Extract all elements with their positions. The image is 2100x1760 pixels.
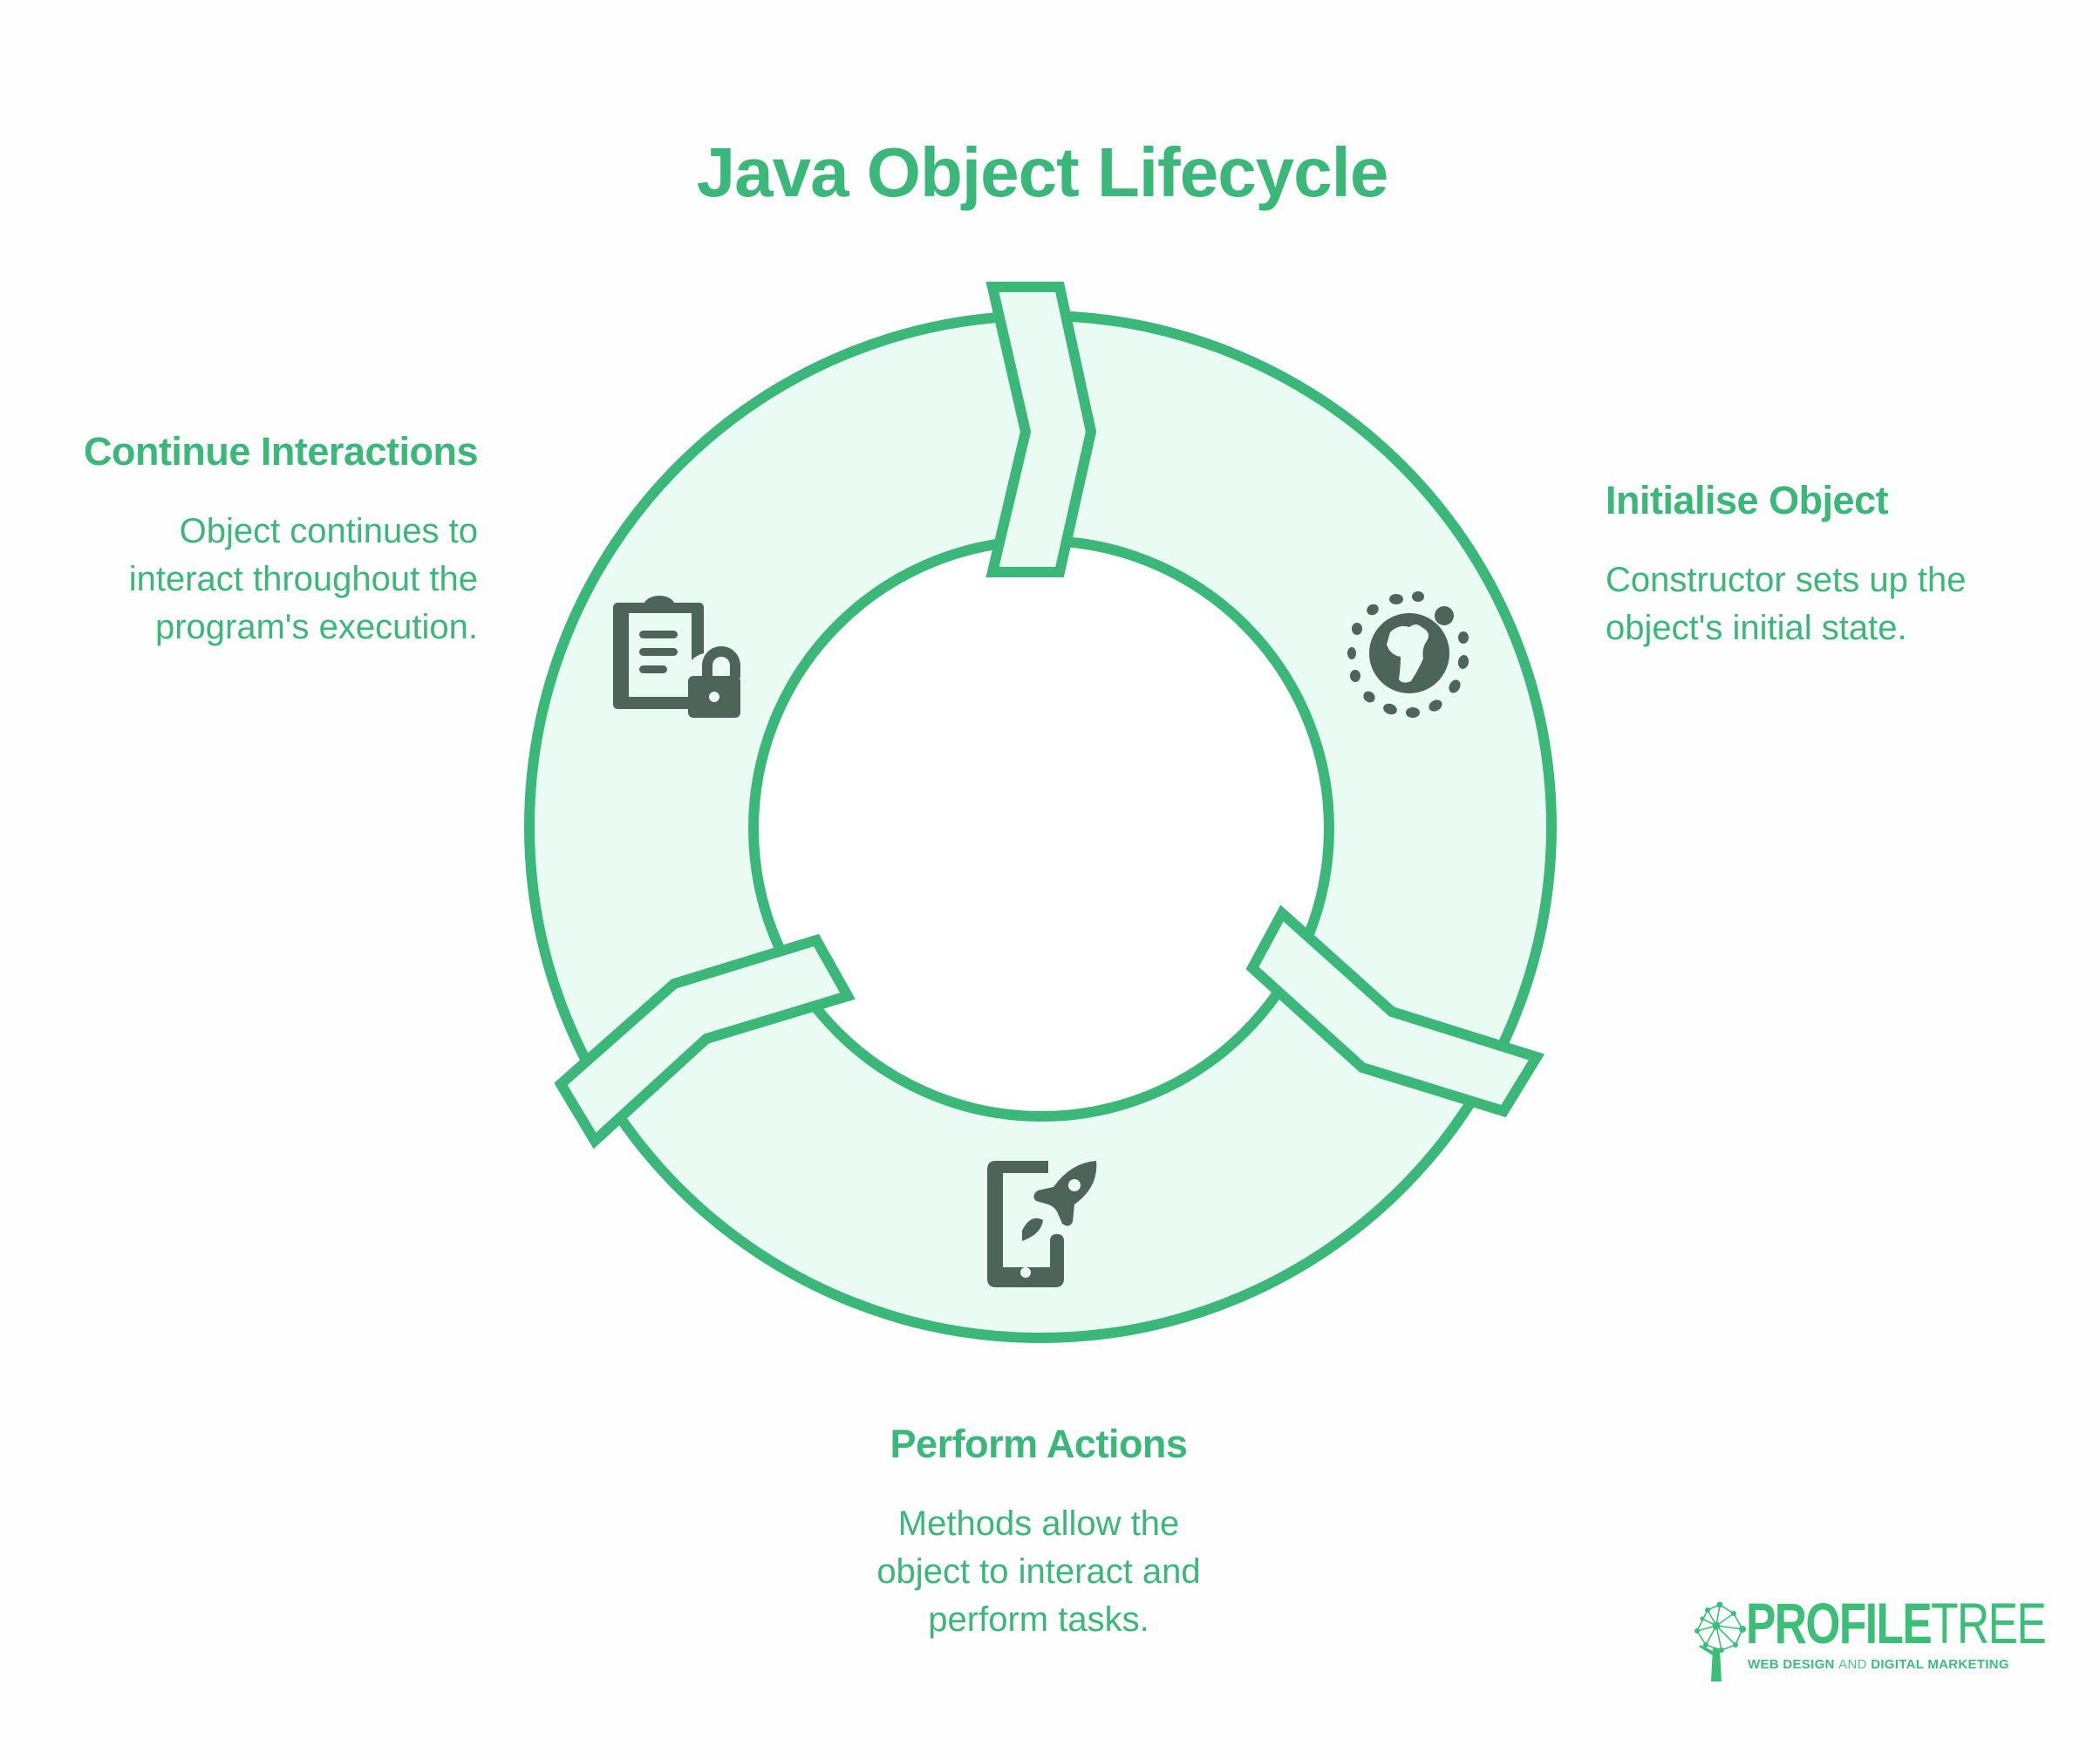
- clipboard-lock-icon: [613, 595, 740, 718]
- stage-heading: Perform Actions: [890, 1422, 1188, 1466]
- stage-description: Constructor sets up the object's initial…: [1606, 556, 2059, 652]
- tree-network-icon: [1694, 1601, 1746, 1682]
- logo-name-bold: PROFILE: [1746, 1591, 1933, 1655]
- logo-wordmark: PROFILETREE: [1746, 1591, 2047, 1655]
- description-line: object to interact and: [876, 1552, 1201, 1591]
- logo-tagline: WEB DESIGN AND DIGITAL MARKETING: [1748, 1657, 2009, 1672]
- tagline-part: DIGITAL MARKETING: [1871, 1657, 2009, 1672]
- stage-heading: Continue Interactions: [83, 429, 479, 474]
- tagline-part: AND: [1838, 1657, 1872, 1672]
- description-line: program's execution.: [154, 608, 478, 646]
- globe-icon: [1347, 591, 1469, 718]
- stage-description: Methods allow the object to interact and…: [777, 1500, 1300, 1644]
- logo-name-light: TREE: [1931, 1591, 2047, 1655]
- stage-description: Object continues to interact throughout …: [0, 508, 478, 651]
- arrow-lower-left: [554, 933, 856, 1149]
- description-line: perform tasks.: [928, 1600, 1149, 1639]
- description-line: Methods allow the: [897, 1504, 1180, 1543]
- description-line: Constructor sets up the: [1606, 561, 1967, 599]
- description-line: interact throughout the: [128, 560, 478, 598]
- stage-perform-actions: Perform Actions Methods allow the object…: [777, 1420, 1300, 1644]
- diagram-title: Java Object Lifecycle: [696, 133, 1389, 211]
- description-line: Object continues to: [179, 512, 478, 550]
- stage-continue-interactions: Continue Interactions Object continues t…: [0, 427, 479, 651]
- arrow-lower-right: [1245, 904, 1545, 1118]
- description-line: object's initial state.: [1606, 609, 1907, 647]
- arrow-top: [985, 282, 1097, 577]
- stage-initialise-object: Initialise Object Constructor sets up th…: [1606, 476, 2059, 652]
- tagline-part: WEB DESIGN: [1748, 1657, 1839, 1672]
- profiletree-logo: PROFILETREE WEB DESIGN AND DIGITAL MARKE…: [1690, 1594, 2056, 1682]
- phone-rocket-icon: [987, 1161, 1097, 1287]
- stage-heading: Initialise Object: [1606, 478, 1889, 522]
